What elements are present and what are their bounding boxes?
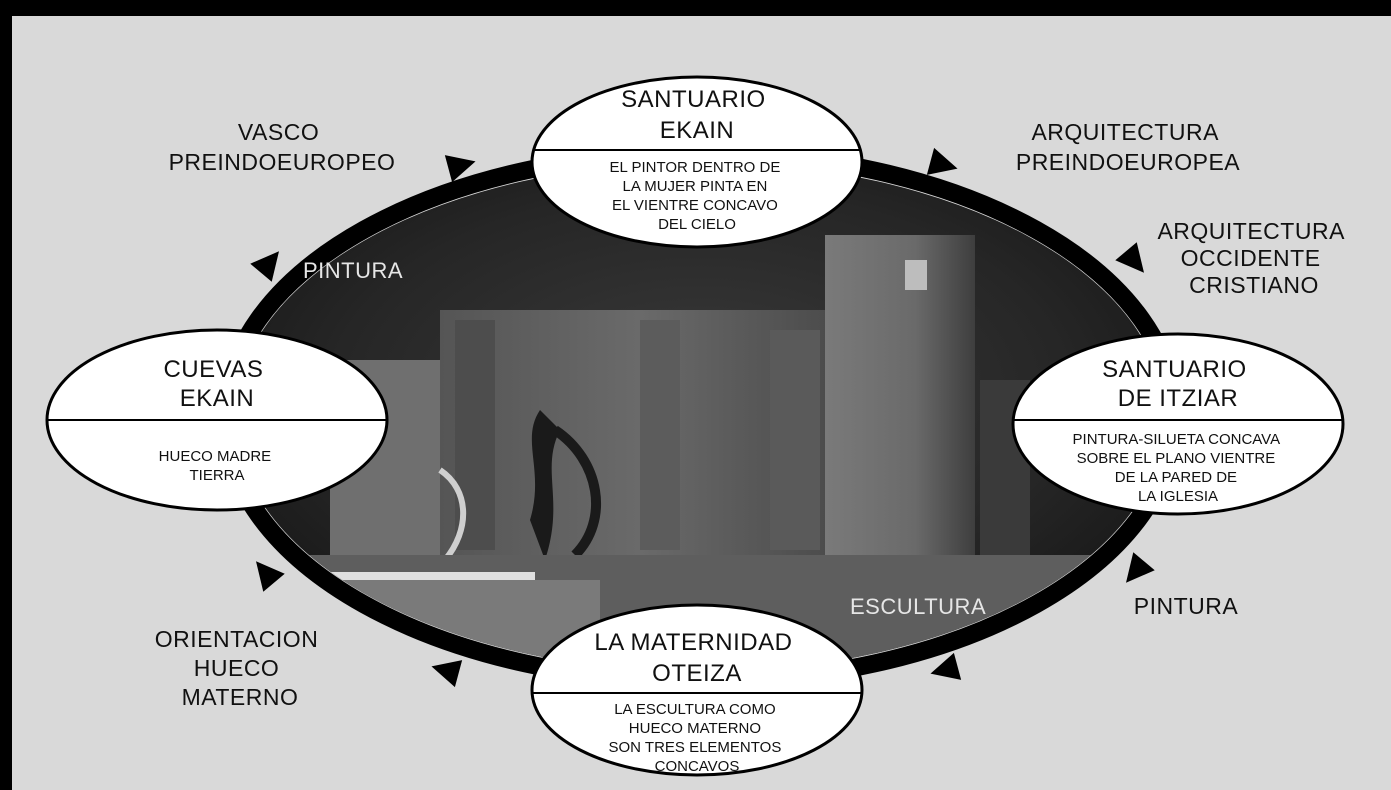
- node-title-line: EKAIN: [660, 117, 735, 144]
- node-desc-line: LA MUJER PINTA EN: [623, 178, 768, 195]
- label-pintura-right: PINTURA: [1134, 593, 1239, 619]
- node-desc-line: DE LA PARED DE: [1115, 469, 1237, 486]
- node-cuevas-ekain: CUEVAS EKAIN HUECO MADRE TIERRA: [45, 328, 389, 512]
- svg-text:PINTURA-SILUETA CONCAVA: PINTURA-SILUETA CONCAVA SOBRE EL PLANO V…: [1073, 431, 1284, 505]
- node-la-maternidad-oteiza: LA MATERNIDAD OTEIZA LA ESCULTURA COMO H…: [530, 603, 864, 777]
- triangle-arrow-icon: [431, 660, 463, 688]
- node-santuario-de-itziar: SANTUARIO DE ITZIAR PINTURA-SILUETA CONC…: [1011, 332, 1345, 516]
- node-desc-line: SOBRE EL PLANO VIENTRE: [1077, 450, 1276, 467]
- node-desc-line: DEL CIELO: [658, 216, 736, 233]
- triangle-arrow-icon: [256, 561, 285, 592]
- svg-text:LA ESCULTURA COMO HUECO: LA ESCULTURA COMO HUECO MATERNO SON TRES…: [609, 701, 786, 775]
- photo-label-pintura: PINTURA: [303, 258, 403, 283]
- node-desc-line: TIERRA: [189, 467, 244, 484]
- photo-label-escultura: ESCULTURA: [850, 594, 986, 619]
- node-desc-line: EL VIENTRE CONCAVO: [612, 197, 778, 214]
- svg-text:LA MATERNIDAD OTEIZA: LA MATERNIDAD OTEIZA: [594, 629, 799, 687]
- node-desc-line: EL PINTOR DENTRO DE: [609, 159, 780, 176]
- triangle-arrow-icon: [926, 147, 958, 175]
- node-desc-line: SON TRES ELEMENTOS: [609, 739, 782, 756]
- node-desc-line: LA ESCULTURA COMO: [614, 701, 775, 718]
- node-desc-line: CONCAVOS: [655, 758, 740, 775]
- node-title-line: SANTUARIO: [1102, 356, 1247, 383]
- triangle-arrow-icon: [1126, 552, 1155, 583]
- label-vasco-preindoeuropeo: VASCO PREINDOEUROPEO: [169, 119, 396, 175]
- node-title-line: DE ITZIAR: [1118, 385, 1239, 412]
- triangle-arrow-icon: [250, 251, 279, 282]
- label-arquitectura-preindoeuropea: ARQUITECTURA PREINDOEUROPEA: [1016, 119, 1240, 175]
- node-santuario-ekain: SANTUARIO EKAIN EL PINTOR DENTRO DE LA M…: [530, 75, 864, 249]
- node-desc-line: HUECO MADRE: [159, 448, 272, 465]
- node-desc-line: LA IGLESIA: [1138, 488, 1218, 505]
- svg-text:CUEVAS EKAIN: CUEVAS EKAIN: [163, 356, 270, 412]
- triangle-arrow-icon: [1115, 242, 1144, 273]
- triangle-arrow-icon: [444, 155, 476, 183]
- node-title-line: SANTUARIO: [621, 86, 766, 113]
- node-title-line: OTEIZA: [652, 660, 742, 687]
- svg-text:SANTUARIO DE ITZIAR: SANTUARIO DE ITZIAR: [1102, 356, 1254, 412]
- label-arquitectura-occidente-cristiano: ARQUITECTURA OCCIDENTE CRISTIANO: [1157, 218, 1350, 298]
- triangle-arrow-icon: [930, 652, 962, 680]
- node-title-line: EKAIN: [180, 385, 255, 412]
- svg-text:SANTUARIO EKAIN: SANTUARIO EKAIN: [621, 86, 773, 144]
- svg-text:HUECO MADRE TIERRA: HUECO MADRE TIERRA: [159, 448, 276, 484]
- node-title-line: LA MATERNIDAD: [594, 629, 792, 656]
- label-orientacion-hueco-materno: ORIENTACION HUECO MATERNO: [155, 626, 325, 710]
- ring-arrows: [250, 147, 1155, 688]
- node-desc-line: PINTURA-SILUETA CONCAVA: [1073, 431, 1281, 448]
- node-desc-line: HUECO MATERNO: [629, 720, 761, 737]
- node-title-line: CUEVAS: [163, 356, 263, 383]
- svg-text:EL PINTOR DENTRO DE LA M: EL PINTOR DENTRO DE LA MUJER PINTA EN EL…: [609, 159, 784, 233]
